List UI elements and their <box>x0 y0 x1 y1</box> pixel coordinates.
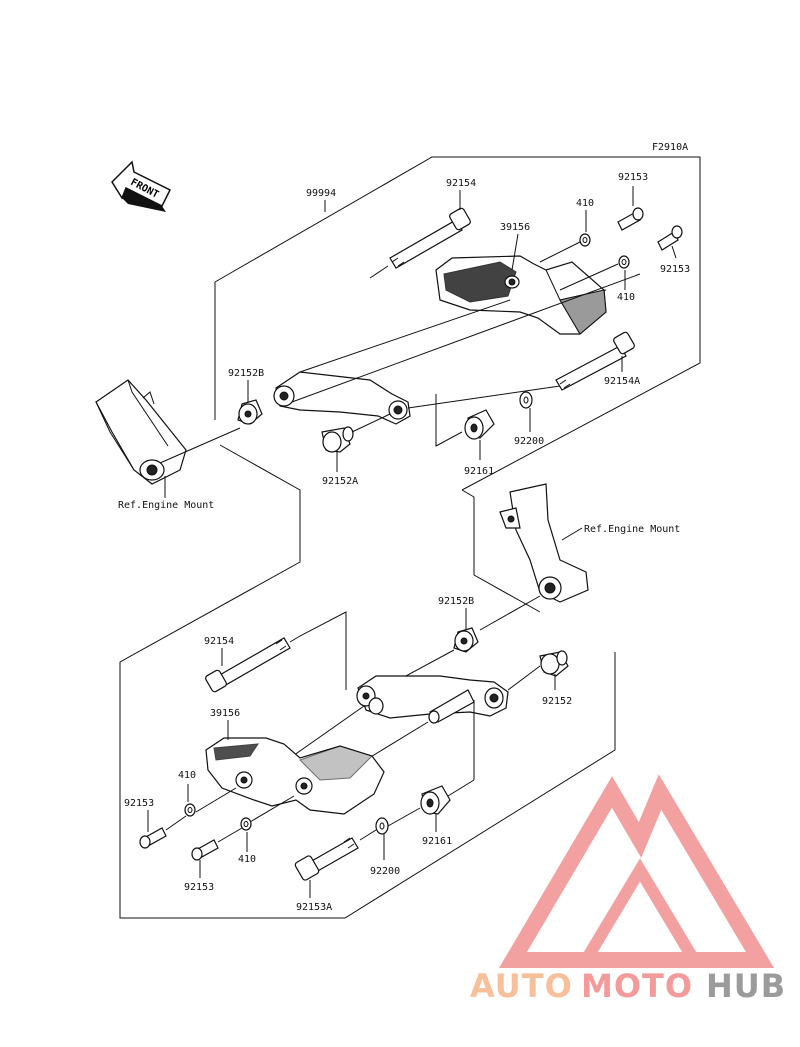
lower-label-92161: 92161 <box>422 836 452 847</box>
front-arrow-icon: FRONT <box>111 160 172 212</box>
upper-label-92153-a: 92153 <box>618 172 648 183</box>
upper-frame <box>119 156 701 919</box>
watermark-text-3: HUB <box>706 967 786 1005</box>
lower-washer-92200: 92200 <box>359 817 400 877</box>
watermark-text-1: AUTO <box>470 967 573 1005</box>
lower-washer-410-b: 410 <box>238 817 256 865</box>
upper-label-92200: 92200 <box>514 436 544 447</box>
upper-washer-410-b: 410 <box>617 255 635 303</box>
upper-label-410-b: 410 <box>617 292 635 303</box>
upper-collar-92152A: 92152A <box>321 413 391 487</box>
upper-bracket <box>273 273 641 425</box>
lower-label-39156: 39156 <box>210 708 240 719</box>
lower-bolt-92153A: 92153A <box>294 837 359 913</box>
lower-screw-92153-b: 92153 <box>184 827 243 893</box>
upper-label-92161: 92161 <box>464 466 494 477</box>
watermark-text-2: MOTO <box>581 967 693 1005</box>
lower-collar-92161: 92161 <box>387 785 452 847</box>
lower-collar-92152B: 92152B <box>379 596 479 691</box>
upper-label-92154: 92154 <box>446 178 476 189</box>
lower-ref-label: Ref.Engine Mount <box>584 524 680 535</box>
upper-slider-39156: 39156 <box>435 222 607 335</box>
lower-label-92152: 92152 <box>542 696 572 707</box>
lower-label-92200: 92200 <box>370 866 400 877</box>
upper-screw-92153-b: 92153 <box>657 225 690 275</box>
upper-ref-label: Ref.Engine Mount <box>118 500 214 511</box>
upper-label-92152B: 92152B <box>228 368 264 379</box>
upper-label-92153-b: 92153 <box>660 264 690 275</box>
upper-label-410-a: 410 <box>576 198 594 209</box>
lower-screw-92153-a: 92153 <box>124 798 187 849</box>
upper-label-92152A: 92152A <box>322 476 358 487</box>
upper-bolt-92154: 92154 <box>369 178 476 279</box>
lower-slider-39156: 39156 <box>195 708 385 823</box>
lower-collar-92152: 92152 <box>507 650 572 707</box>
upper-label-39156: 39156 <box>500 222 530 233</box>
upper-label-99994: 99994 <box>306 188 336 199</box>
upper-collar-92161: 92161 <box>435 394 495 477</box>
lower-label-410-a: 410 <box>178 770 196 781</box>
lower-washer-410-a: 410 <box>178 770 196 817</box>
lower-label-92153-a: 92153 <box>124 798 154 809</box>
upper-screw-92153-a: 92153 <box>617 172 648 231</box>
lower-bracket <box>356 675 509 724</box>
upper-washer-410-a: 410 <box>576 198 594 247</box>
watermark-logo: AUTO MOTO HUB <box>470 774 786 1005</box>
upper-engine-mount: Ref.Engine Mount <box>95 379 241 511</box>
lower-label-410-b: 410 <box>238 854 256 865</box>
upper-washer-92200: 92200 <box>514 391 544 447</box>
lower-engine-mount: Ref.Engine Mount <box>479 483 680 631</box>
upper-label-92154A: 92154A <box>604 376 640 387</box>
lower-label-92153-b: 92153 <box>184 882 214 893</box>
lower-label-92152B: 92152B <box>438 596 474 607</box>
lower-bolt-92154: 92154 <box>204 611 347 693</box>
upper-collar-92152B: 92152B <box>228 368 264 425</box>
lower-label-92154: 92154 <box>204 636 234 647</box>
upper-bolt-92154A: 92154A <box>555 331 640 391</box>
lower-label-92153A: 92153A <box>296 902 332 913</box>
figure-code: F2910A <box>652 142 688 153</box>
